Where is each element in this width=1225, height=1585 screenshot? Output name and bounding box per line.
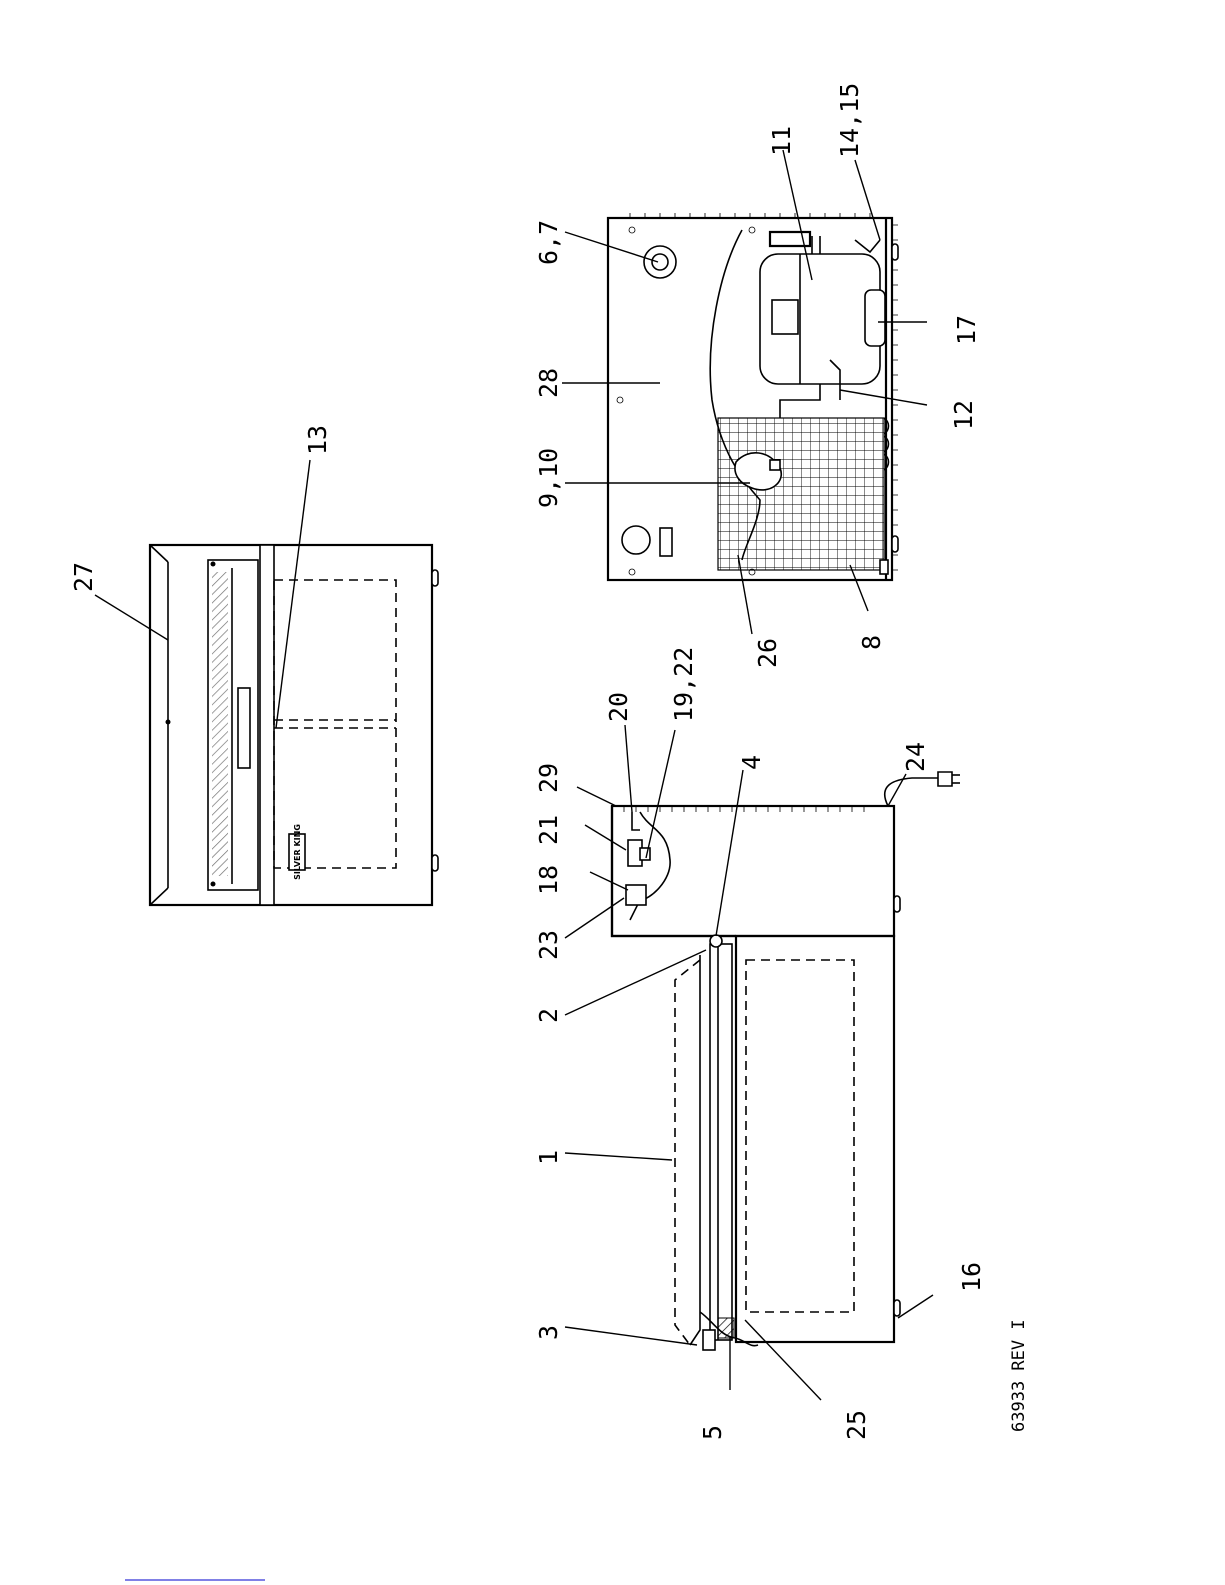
callout-27: 27	[69, 562, 98, 592]
interior-liner	[746, 960, 854, 1312]
callout-25: 25	[842, 1410, 871, 1440]
lid-open	[690, 955, 700, 1345]
callout-23: 23	[534, 930, 563, 960]
callout-6-7: 6,7	[534, 220, 563, 265]
cabinet-body	[736, 936, 894, 1342]
callout-21: 21	[534, 815, 563, 845]
top-view: SILVER KING	[150, 545, 438, 905]
callout-19-22: 19,22	[669, 647, 698, 722]
handle	[238, 688, 250, 768]
rear-view	[608, 213, 898, 580]
brand-plate: SILVER KING	[289, 824, 305, 880]
callout-9-10: 9,10	[534, 448, 563, 508]
callout-13: 13	[303, 425, 332, 455]
hinge	[710, 935, 722, 947]
callout-16: 16	[957, 1262, 986, 1292]
callout-11: 11	[767, 126, 796, 156]
callout-14-15: 14,15	[835, 83, 864, 158]
callout-2: 2	[534, 1008, 563, 1023]
callout-17: 17	[952, 315, 981, 345]
callout-20: 20	[604, 692, 633, 722]
service-label	[660, 528, 672, 556]
callout-3: 3	[534, 1325, 563, 1340]
callout-26: 26	[753, 638, 782, 668]
compressor-terminal	[772, 300, 798, 334]
switch	[626, 885, 646, 905]
lid-frame-rail	[260, 545, 274, 905]
brand-plate-text: SILVER KING	[293, 824, 302, 880]
power-cord	[885, 778, 940, 806]
lid-rail	[710, 944, 732, 1340]
callout-28: 28	[534, 368, 563, 398]
callout-1: 1	[534, 1150, 563, 1165]
front-view	[612, 772, 960, 1350]
suction-tube	[780, 384, 820, 418]
callout-4: 4	[737, 755, 766, 770]
relay-box	[865, 290, 885, 346]
condenser-coil	[718, 418, 884, 570]
callout-18: 18	[534, 865, 563, 895]
drawing-reference: 63933 REV I	[1009, 1319, 1029, 1432]
callout-29: 29	[534, 763, 563, 793]
callout-8: 8	[857, 635, 886, 650]
callout-24: 24	[901, 742, 930, 772]
grille-bottom	[622, 526, 650, 554]
callout-5: 5	[698, 1425, 727, 1440]
machine-compartment	[612, 806, 894, 936]
callout-12: 12	[949, 400, 978, 430]
